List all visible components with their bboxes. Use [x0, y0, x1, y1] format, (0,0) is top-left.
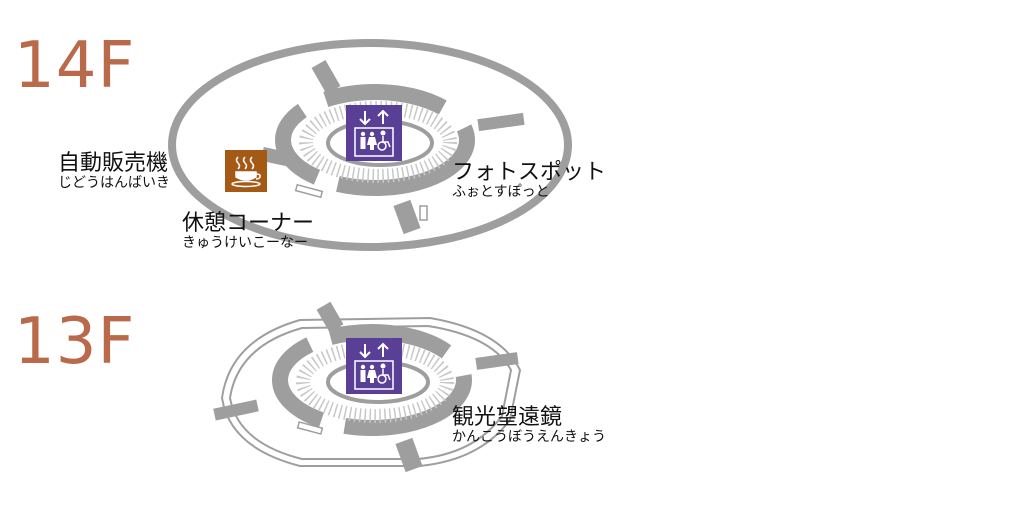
floor-13f-spoke	[213, 399, 259, 421]
poi-name: 観光望遠鏡	[452, 405, 563, 430]
restroom-icon	[360, 131, 377, 150]
elevator-up-arrow-icon	[377, 109, 389, 124]
poi-kana: きゅうけいこーなー	[182, 235, 308, 252]
floor-13f-elevator	[346, 338, 402, 394]
poi-sightseeing-telescope: 観光望遠鏡 かんこうぼうえんきょう	[452, 406, 606, 446]
floor-14f-spoke	[393, 199, 421, 235]
poi-name: 自動販売機	[58, 151, 169, 176]
floor-14f-bench	[419, 205, 428, 221]
poi-name: フォトスポット	[452, 160, 607, 185]
restroom-icon	[360, 364, 377, 383]
elevator-up-arrow-icon	[377, 342, 389, 357]
floor-13f-inner-ring	[272, 324, 472, 436]
accessible-icon	[377, 363, 391, 384]
floor-14f-inner-ring	[275, 84, 475, 196]
cafe-sign	[225, 150, 267, 192]
poi-rest-corner: 休憩コーナー きゅうけいこーなー	[182, 212, 314, 252]
poi-photo-spot: フォトスポット ふぉとすぽっと	[452, 161, 606, 201]
accessible-icon	[377, 130, 391, 151]
floor-13f-spoke	[316, 301, 344, 333]
elevator-down-arrow-icon	[359, 111, 371, 126]
floor-14f-spoke	[311, 60, 341, 94]
floor-13f-outer-ring	[220, 316, 522, 467]
floor-14f-elevator	[346, 105, 402, 161]
floor-label-13f: 13F	[14, 305, 136, 379]
floor-14f-bench	[294, 183, 324, 199]
cafe-sign-bg	[225, 150, 267, 192]
floor-14f-outer-ring	[168, 39, 572, 251]
poi-kana: じどうはんばいき	[58, 175, 170, 192]
floor-13f-bench	[296, 421, 324, 435]
floor-label-14f: 14F	[14, 29, 136, 103]
floor-14f-spoke	[260, 147, 294, 167]
coffee-icon	[231, 156, 261, 188]
elevator-down-arrow-icon	[359, 344, 371, 359]
floor-13f-stair-hatch	[296, 341, 454, 423]
poi-kana: ふぉとすぽっと	[452, 184, 550, 201]
floor-14f-spoke	[477, 112, 525, 132]
floor-14f-stair-hatch	[299, 101, 457, 183]
floor-13f-spoke	[475, 352, 519, 370]
floor-13f-spoke	[395, 437, 423, 473]
poi-kana: かんこうぼうえんきょう	[452, 429, 606, 446]
floor-13f-map	[213, 301, 522, 473]
poi-name: 休憩コーナー	[182, 211, 315, 236]
poi-vending-machine: 自動販売機 じどうはんばいき	[58, 152, 170, 192]
